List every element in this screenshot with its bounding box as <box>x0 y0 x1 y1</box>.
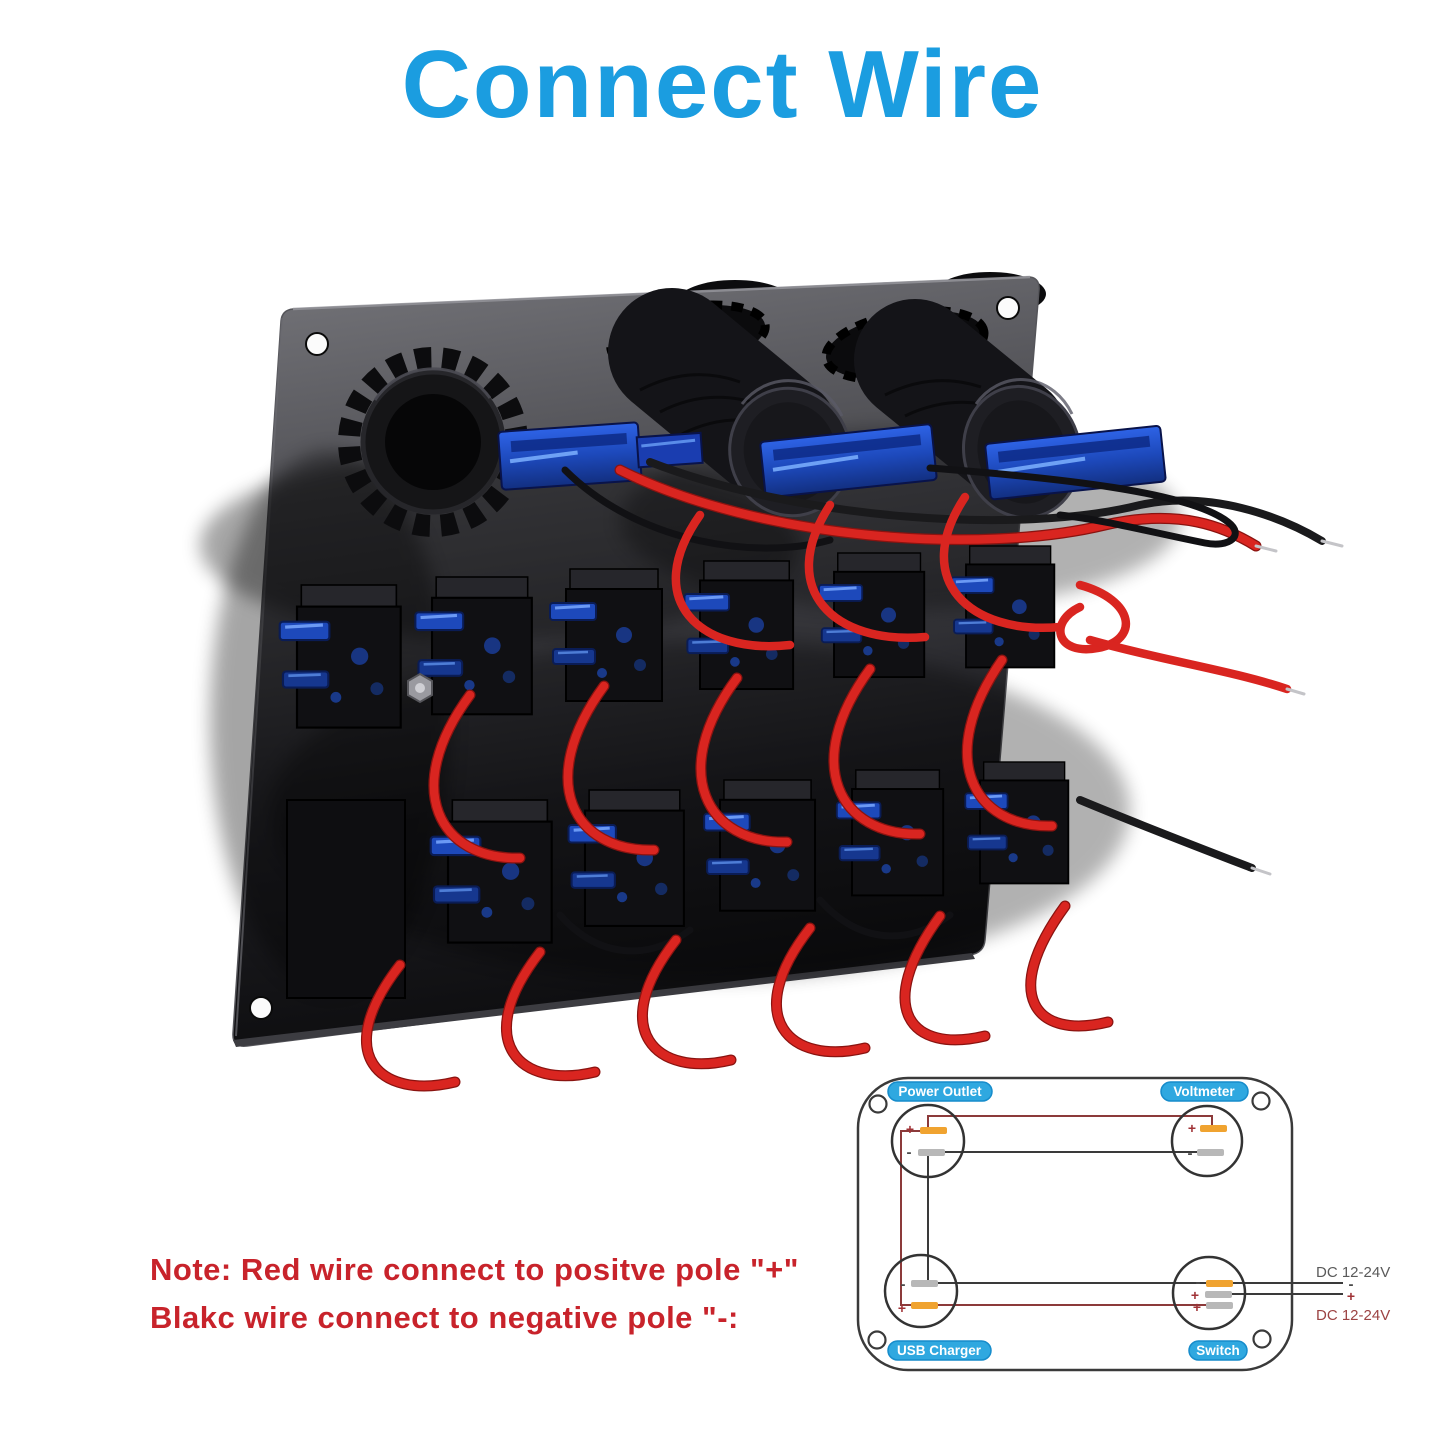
svg-text:Switch: Switch <box>1196 1343 1240 1358</box>
dc-rating-bottom: DC 12-24V <box>1316 1307 1390 1324</box>
voltmeter-node <box>1170 1104 1244 1178</box>
minus-sign: - <box>907 1144 912 1161</box>
diagram-mounting-hole <box>868 1094 888 1114</box>
svg-text:Power Outlet: Power Outlet <box>898 1084 982 1099</box>
red-wire <box>671 492 1306 696</box>
terminal-negative <box>1206 1280 1233 1287</box>
red-wire <box>614 464 1278 553</box>
plus-sign: + <box>1193 1299 1201 1315</box>
diagram-mounting-hole <box>1251 1091 1271 1111</box>
diagram-mounting-hole <box>867 1330 887 1350</box>
switch-unit <box>286 799 406 999</box>
page-title: Connect Wire <box>401 31 1044 138</box>
switch-unit <box>566 788 686 928</box>
note-line-2: Blakc wire connect to negative pole "-: <box>150 1300 739 1336</box>
usb-charger-node <box>883 1253 959 1329</box>
terminal-bars <box>911 1125 1233 1309</box>
minus-sign: - <box>1196 1274 1201 1291</box>
power-outlet-socket <box>338 347 528 537</box>
mounting-hole <box>996 296 1020 320</box>
mounting-hole <box>249 996 273 1020</box>
dc-rating-top: DC 12-24V <box>1316 1264 1390 1281</box>
terminal-positive <box>911 1302 938 1309</box>
plus-sign: + <box>1347 1288 1355 1304</box>
diagram-mounting-hole <box>1252 1329 1272 1349</box>
wiring-diagram: + - + - - + - + + DC 12-24V - + DC 12-24… <box>856 1076 1390 1372</box>
svg-text:Voltmeter: Voltmeter <box>1173 1084 1235 1099</box>
plus-sign: + <box>1191 1287 1199 1303</box>
terminal-positive <box>1200 1125 1227 1132</box>
note: Note: Red wire connect to positve pole "… <box>150 1246 799 1342</box>
positive-wire <box>900 1115 1213 1306</box>
red-wire <box>428 654 1058 864</box>
plus-sign: + <box>906 1121 914 1137</box>
blue-connector <box>759 423 938 499</box>
mounting-hole <box>305 332 329 356</box>
switch-label: Switch <box>1188 1340 1248 1361</box>
note-line-1: Note: Red wire connect to positve pole "… <box>150 1252 799 1287</box>
terminal-positive <box>1206 1302 1233 1309</box>
terminal-positive <box>920 1127 947 1134</box>
terminal-negative <box>918 1149 945 1156</box>
minus-sign: - <box>1188 1145 1193 1162</box>
black-wire <box>561 464 1239 552</box>
panel-bottom-edge <box>233 953 975 1047</box>
red-wire <box>361 900 1114 1092</box>
terminal-negative <box>911 1280 938 1287</box>
power-outlet-label: Power Outlet <box>887 1081 993 1102</box>
usb-charger-label: USB Charger <box>887 1340 992 1361</box>
minus-sign: - <box>901 1276 906 1293</box>
terminal-positive <box>1205 1291 1232 1298</box>
voltmeter-label: Voltmeter <box>1160 1081 1249 1102</box>
minus-sign: - <box>1349 1276 1354 1293</box>
negative-wire <box>927 1151 1343 1295</box>
blue-connector <box>497 421 704 491</box>
switch-unit <box>278 583 403 730</box>
power-outlet-node <box>890 1103 966 1179</box>
switch-unit <box>702 778 817 913</box>
plus-sign: + <box>1188 1120 1196 1136</box>
hex-standoff <box>407 672 433 704</box>
panel-photo <box>200 272 1344 1092</box>
terminal-negative <box>1197 1149 1224 1156</box>
svg-text:USB Charger: USB Charger <box>897 1343 982 1358</box>
plus-sign: + <box>898 1300 906 1316</box>
switch-node <box>1171 1255 1247 1331</box>
